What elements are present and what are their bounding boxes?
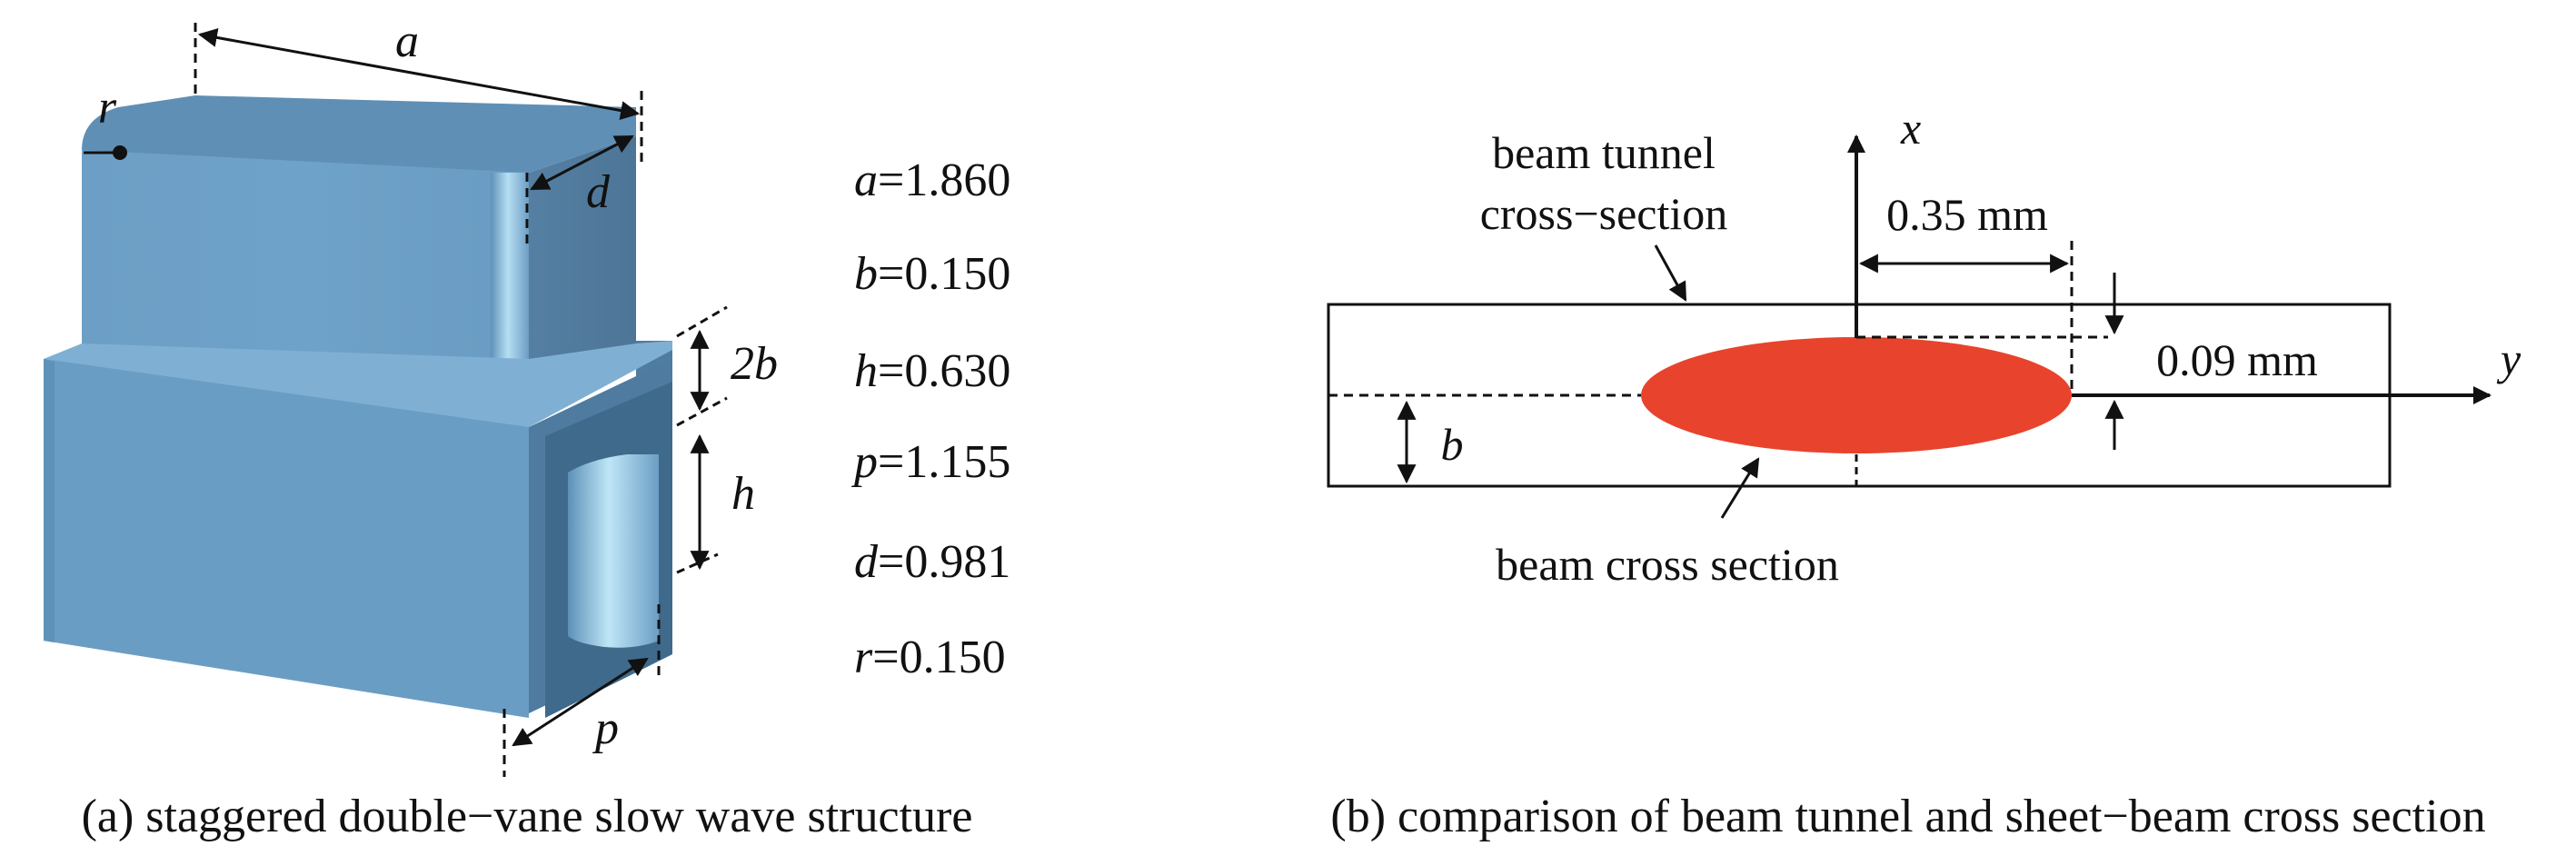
panel-b-diagram [1327, 134, 2491, 519]
param-r: r=0.150 [854, 632, 1006, 683]
tunnel-label-line1: beam tunnel [1492, 127, 1716, 178]
label-p: p [592, 702, 619, 754]
dim-r [84, 145, 127, 160]
label-035mm: 0.35 mm [1886, 189, 2048, 240]
param-a: a=1.860 [854, 154, 1010, 206]
label-y-axis: y [2496, 333, 2521, 384]
dim-d [525, 134, 634, 245]
param-p: p=1.155 [850, 436, 1010, 488]
tunnel-label-line2: cross−section [1480, 188, 1728, 239]
upper-vane-front-face [82, 150, 529, 391]
panel-a-3d-structure [44, 95, 672, 718]
beam-ellipse [1641, 337, 2072, 453]
lower-vane-cylinder [568, 454, 659, 648]
label-x-axis: x [1900, 103, 1921, 154]
tunnel-leader [1654, 244, 1687, 302]
dim-p [502, 604, 661, 777]
beam-leader [1720, 457, 1760, 519]
param-b: b=0.150 [854, 248, 1010, 300]
label-009mm: 0.09 mm [2156, 334, 2318, 385]
label-r: r [98, 82, 117, 134]
label-d: d [586, 166, 611, 218]
param-h: h=0.630 [854, 345, 1010, 397]
dim-h [676, 433, 719, 574]
caption-a: (a) staggered double−vane slow wave stru… [82, 791, 973, 842]
label-b: b [1441, 419, 1464, 470]
lower-block-front-face [44, 359, 529, 718]
caption-b: (b) comparison of beam tunnel and sheet−… [1330, 791, 2485, 842]
beam-label: beam cross section [1496, 539, 1839, 590]
param-d: d=0.981 [854, 536, 1010, 588]
dim-a [194, 23, 643, 164]
label-a: a [395, 15, 419, 67]
parameter-list: a=1.860 b=0.150 h=0.630 p=1.155 d=0.981 … [850, 154, 1010, 683]
label-2b: 2b [731, 338, 778, 390]
upper-vane-side-face [529, 136, 636, 391]
label-h: h [731, 468, 755, 520]
upper-vane-round-edge [491, 173, 529, 391]
dim-2b [676, 305, 728, 427]
